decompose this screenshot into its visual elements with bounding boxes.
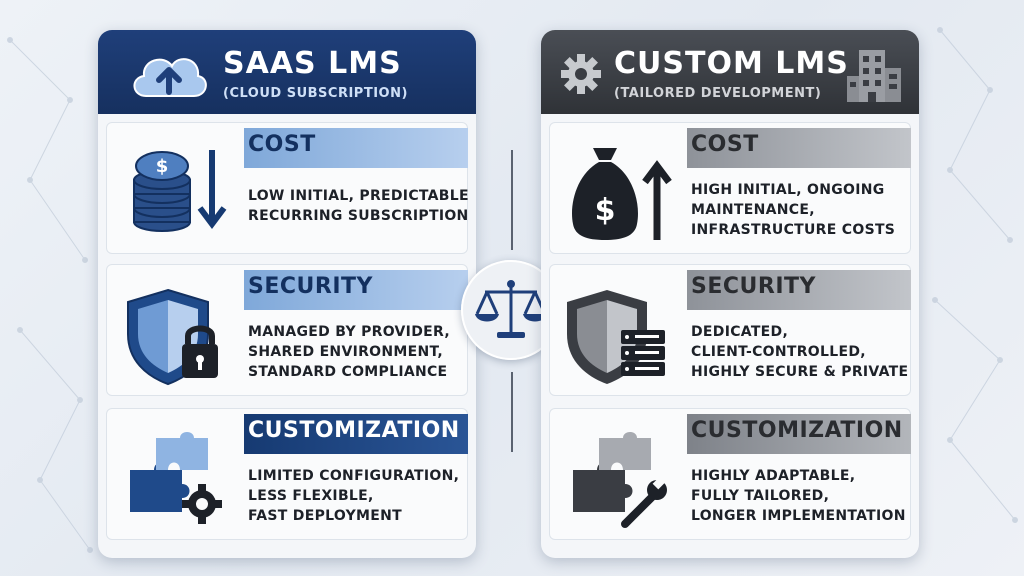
center-divider-top	[511, 150, 513, 250]
desc-line: LIMITED CONFIGURATION,	[248, 468, 460, 484]
cost-category-bar	[244, 128, 468, 168]
saas-security-title: SECURITY	[248, 274, 373, 299]
center-divider-bottom	[511, 372, 513, 452]
custom-customization-section: CUSTOMIZATION HIGHLY ADAPTABLE, FULLY TA…	[549, 408, 911, 540]
shield-server-icon	[567, 290, 665, 384]
svg-text:$: $	[156, 156, 169, 177]
desc-line: MAINTENANCE,	[691, 202, 815, 218]
saas-cost-section: $ COST LOW INITIAL, PREDICTABLE RECURRIN…	[106, 122, 469, 254]
custom-customization-title: CUSTOMIZATION	[691, 418, 903, 443]
saas-lms-panel: SAAS LMS (CLOUD SUBSCRIPTION) $ COST LOW…	[98, 30, 476, 558]
custom-customization-description: HIGHLY ADAPTABLE, FULLY TAILORED, LONGER…	[691, 466, 906, 526]
desc-line: LESS FLEXIBLE,	[248, 488, 374, 504]
saas-cost-description: LOW INITIAL, PREDICTABLE RECURRING SUBSC…	[248, 186, 469, 226]
desc-line: CLIENT-CONTROLLED,	[691, 344, 866, 360]
desc-line: DEDICATED,	[691, 324, 789, 340]
coin-stack-down-arrow-icon: $	[133, 150, 227, 232]
customization-category-bar	[244, 414, 468, 454]
custom-cost-description: HIGH INITIAL, ONGOING MAINTENANCE, INFRA…	[691, 180, 895, 240]
custom-lms-panel: CUSTOM LMS (TAILORED DEVELOPMENT) $ COST	[541, 30, 919, 558]
security-category-bar	[244, 270, 468, 310]
custom-subtitle: (TAILORED DEVELOPMENT)	[614, 86, 822, 101]
puzzle-wrench-icon	[573, 432, 667, 528]
custom-cost-title: COST	[691, 132, 759, 157]
saas-customization-title: CUSTOMIZATION	[248, 418, 460, 443]
shield-lock-icon	[127, 288, 218, 386]
custom-security-title: SECURITY	[691, 274, 816, 299]
saas-security-section: SECURITY MANAGED BY PROVIDER, SHARED ENV…	[106, 264, 468, 396]
custom-security-section: SECURITY DEDICATED, CLIENT-CONTROLLED, H…	[549, 264, 911, 396]
desc-line: FAST DEPLOYMENT	[248, 508, 402, 524]
saas-header: SAAS LMS (CLOUD SUBSCRIPTION)	[98, 30, 476, 114]
puzzle-gear-icon	[130, 432, 222, 524]
security-category-bar	[687, 270, 911, 310]
cost-category-bar	[687, 128, 911, 168]
building-icon	[847, 50, 901, 102]
cloud-upload-icon	[133, 58, 207, 97]
custom-security-description: DEDICATED, CLIENT-CONTROLLED, HIGHLY SEC…	[691, 322, 908, 382]
custom-cost-section: $ COST HIGH INITIAL, ONGOING MAINTENANCE…	[549, 122, 911, 254]
saas-subtitle: (CLOUD SUBSCRIPTION)	[223, 86, 408, 101]
desc-line: LONGER IMPLEMENTATION	[691, 508, 906, 524]
desc-line: SHARED ENVIRONMENT,	[248, 344, 443, 360]
custom-title: CUSTOM LMS	[614, 46, 849, 81]
saas-title: SAAS LMS	[223, 46, 402, 81]
customization-category-bar	[687, 414, 911, 454]
saas-cost-title: COST	[248, 132, 316, 157]
desc-line: LOW INITIAL, PREDICTABLE	[248, 188, 469, 204]
desc-line: RECURRING SUBSCRIPTION	[248, 208, 469, 224]
desc-line: HIGHLY ADAPTABLE,	[691, 468, 856, 484]
saas-security-description: MANAGED BY PROVIDER, SHARED ENVIRONMENT,…	[248, 322, 450, 382]
saas-customization-section: CUSTOMIZATION LIMITED CONFIGURATION, LES…	[106, 408, 468, 540]
desc-line: HIGH INITIAL, ONGOING	[691, 182, 885, 198]
saas-customization-description: LIMITED CONFIGURATION, LESS FLEXIBLE, FA…	[248, 466, 459, 526]
desc-line: INFRASTRUCTURE COSTS	[691, 222, 896, 238]
svg-text:$: $	[595, 193, 616, 228]
desc-line: MANAGED BY PROVIDER,	[248, 324, 450, 340]
desc-line: HIGHLY SECURE & PRIVATE	[691, 364, 909, 380]
desc-line: FULLY TAILORED,	[691, 488, 830, 504]
money-bag-up-arrow-icon: $	[572, 148, 672, 240]
custom-header: CUSTOM LMS (TAILORED DEVELOPMENT)	[541, 30, 919, 114]
gear-icon	[561, 54, 601, 94]
desc-line: STANDARD COMPLIANCE	[248, 364, 448, 380]
